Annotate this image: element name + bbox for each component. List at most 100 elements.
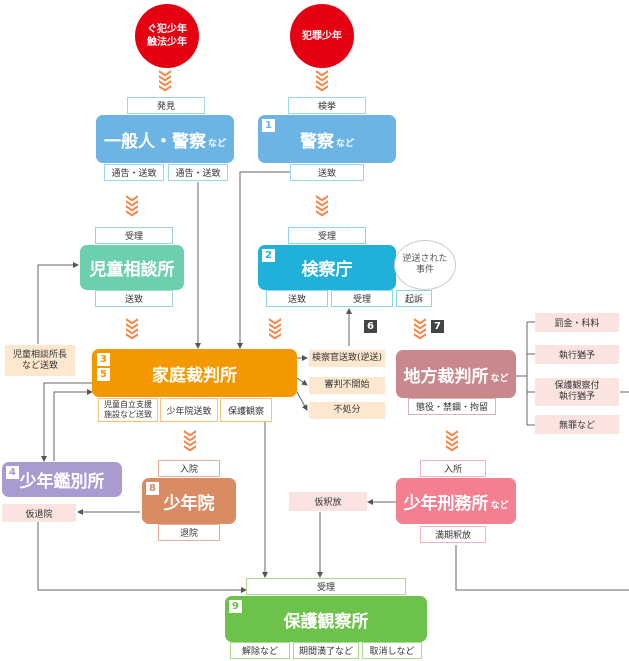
node-chihou-saibansho: 地方裁判所など (396, 350, 516, 398)
label-karishakuhou: 仮釈放 (289, 492, 367, 511)
chevron-arrow-icon (126, 318, 138, 325)
chevron-arrow-icon (126, 200, 138, 207)
result-bakkin: 罰金・科料 (535, 313, 619, 332)
chevron-arrow-icon (269, 328, 281, 335)
chevron-arrow-icon (126, 333, 138, 340)
tag-kikan-manryou: 期間満了など (293, 642, 359, 659)
chevron-arrow-icon (159, 70, 171, 77)
node-label: 検察庁 (301, 260, 353, 280)
tag-nyuusho: 入所 (420, 460, 486, 477)
step-number-5: 5 (97, 368, 110, 381)
tag-kaijo: 解除など (230, 642, 290, 659)
tag-soushi-keisatsu: 送致 (290, 164, 364, 181)
tag-kiso: 起訴 (396, 290, 432, 307)
tag-kenkyo: 検挙 (288, 97, 366, 114)
tag-juri-kensatsu: 受理 (288, 227, 366, 244)
tag-hakken: 発見 (127, 97, 205, 114)
chevron-arrow-icon (446, 440, 458, 447)
node-hogo-kansatsusho: 保護観察所 (225, 596, 427, 642)
chevron-arrow-icon (446, 445, 458, 452)
step-number-3: 3 (97, 353, 110, 366)
node-suffix: など (490, 500, 509, 511)
chevron-arrow-icon (269, 333, 281, 340)
chevron-arrow-icon (126, 323, 138, 330)
node-ippan-keisatsu: 一般人・警察など (96, 115, 234, 163)
node-suffix: など (335, 138, 354, 149)
step-number-1: 1 (262, 119, 275, 132)
chevron-arrow-icon (446, 435, 458, 442)
tag-tsukoku-1: 通告・送致 (104, 164, 164, 181)
chevron-arrow-icon (316, 70, 328, 77)
step-number-6: 6 (364, 320, 377, 333)
tag-juri-hogo: 受理 (246, 578, 406, 595)
tag-taiin: 退院 (158, 524, 220, 541)
node-label: 少年刑務所 (403, 493, 489, 514)
chevron-arrow-icon (316, 205, 328, 212)
node-shounen-kanbetsusho: 少年鑑別所 (2, 462, 122, 497)
node-katei-saibansho: 家庭裁判所 (92, 349, 297, 397)
chevron-arrow-icon (269, 318, 281, 325)
chevron-arrow-icon (316, 210, 328, 217)
chevron-arrow-icon (126, 195, 138, 202)
chevron-arrow-icon (316, 85, 328, 92)
tag-jiritsu-shien: 児童自立支援 施設など送致 (98, 398, 158, 422)
chevron-arrow-icon (159, 80, 171, 87)
tag-manki-shakuhou: 満期釈放 (420, 526, 486, 543)
label-karitaiin: 仮退院 (2, 504, 76, 522)
chevron-arrow-icon (414, 323, 426, 330)
tag-juri-kensatsu-2: 受理 (331, 290, 393, 307)
chevron-arrow-icon (316, 75, 328, 82)
chevron-arrow-icon (184, 445, 196, 452)
chevron-arrow-icon (316, 195, 328, 202)
step-number-8: 8 (146, 482, 159, 495)
gyakusou-jiken-bubble: 逆送された 事件 (394, 240, 456, 290)
node-label: 家庭裁判所 (152, 365, 237, 386)
node-suffix: など (207, 138, 226, 149)
chevron-arrow-icon (414, 333, 426, 340)
tag-torikeshi: 取消しなど (362, 642, 422, 659)
chevron-arrow-icon (184, 430, 196, 437)
chevron-arrow-icon (126, 205, 138, 212)
node-label: 児童相談所 (89, 260, 175, 280)
node-label: 一般人・警察 (103, 131, 206, 152)
node-shounen-keimusho: 少年刑務所など (396, 478, 516, 524)
chevron-arrow-icon (316, 80, 328, 87)
node-keisatsu: 警察など (258, 115, 396, 163)
result-shikkou-yuuyo: 執行猶予 (535, 345, 619, 364)
chevron-arrow-icon (126, 210, 138, 217)
node-label: 少年鑑別所 (19, 472, 105, 492)
step-number-7: 7 (431, 320, 444, 333)
step-number-9: 9 (229, 600, 242, 613)
chevron-arrow-icon (159, 85, 171, 92)
tag-choueki: 懲役・禁錮・拘留 (408, 398, 496, 415)
node-jidou-soudanjo: 児童相談所 (80, 245, 184, 290)
chevron-arrow-icon (316, 200, 328, 207)
tag-juri-jidou: 受理 (95, 227, 173, 244)
input-guhan-shokuho: ぐ犯少年 触法少年 (135, 4, 199, 68)
node-kensatsuchou: 検察庁 (258, 245, 396, 290)
step-number-2: 2 (262, 249, 275, 262)
result-hogo-shikkou: 保護観察付 執行猶予 (535, 378, 619, 406)
step-number-4: 4 (6, 466, 19, 479)
node-label: 保護観察所 (283, 611, 369, 632)
tag-tsukoku-2: 通告・送致 (168, 164, 228, 181)
label-jidou-report: 児童相談所長 など送致 (5, 345, 75, 376)
tag-soushi-kensatsu: 送致 (266, 290, 328, 307)
node-suffix: など (490, 373, 509, 384)
chevron-arrow-icon (446, 430, 458, 437)
node-label: 警察 (299, 131, 334, 152)
chevron-arrow-icon (126, 328, 138, 335)
chevron-arrow-icon (184, 440, 196, 447)
chevron-arrow-icon (269, 323, 281, 330)
tag-soushi-jidou: 送致 (95, 290, 173, 307)
chevron-arrow-icon (414, 328, 426, 335)
chevron-arrow-icon (184, 435, 196, 442)
chevron-arrow-icon (159, 75, 171, 82)
input-hanzai: 犯罪少年 (290, 4, 354, 68)
node-label: 少年院 (163, 493, 215, 514)
node-label: 地方裁判所 (403, 366, 489, 387)
label-kenji-soushi: 検察官送致(逆送) (309, 350, 385, 367)
